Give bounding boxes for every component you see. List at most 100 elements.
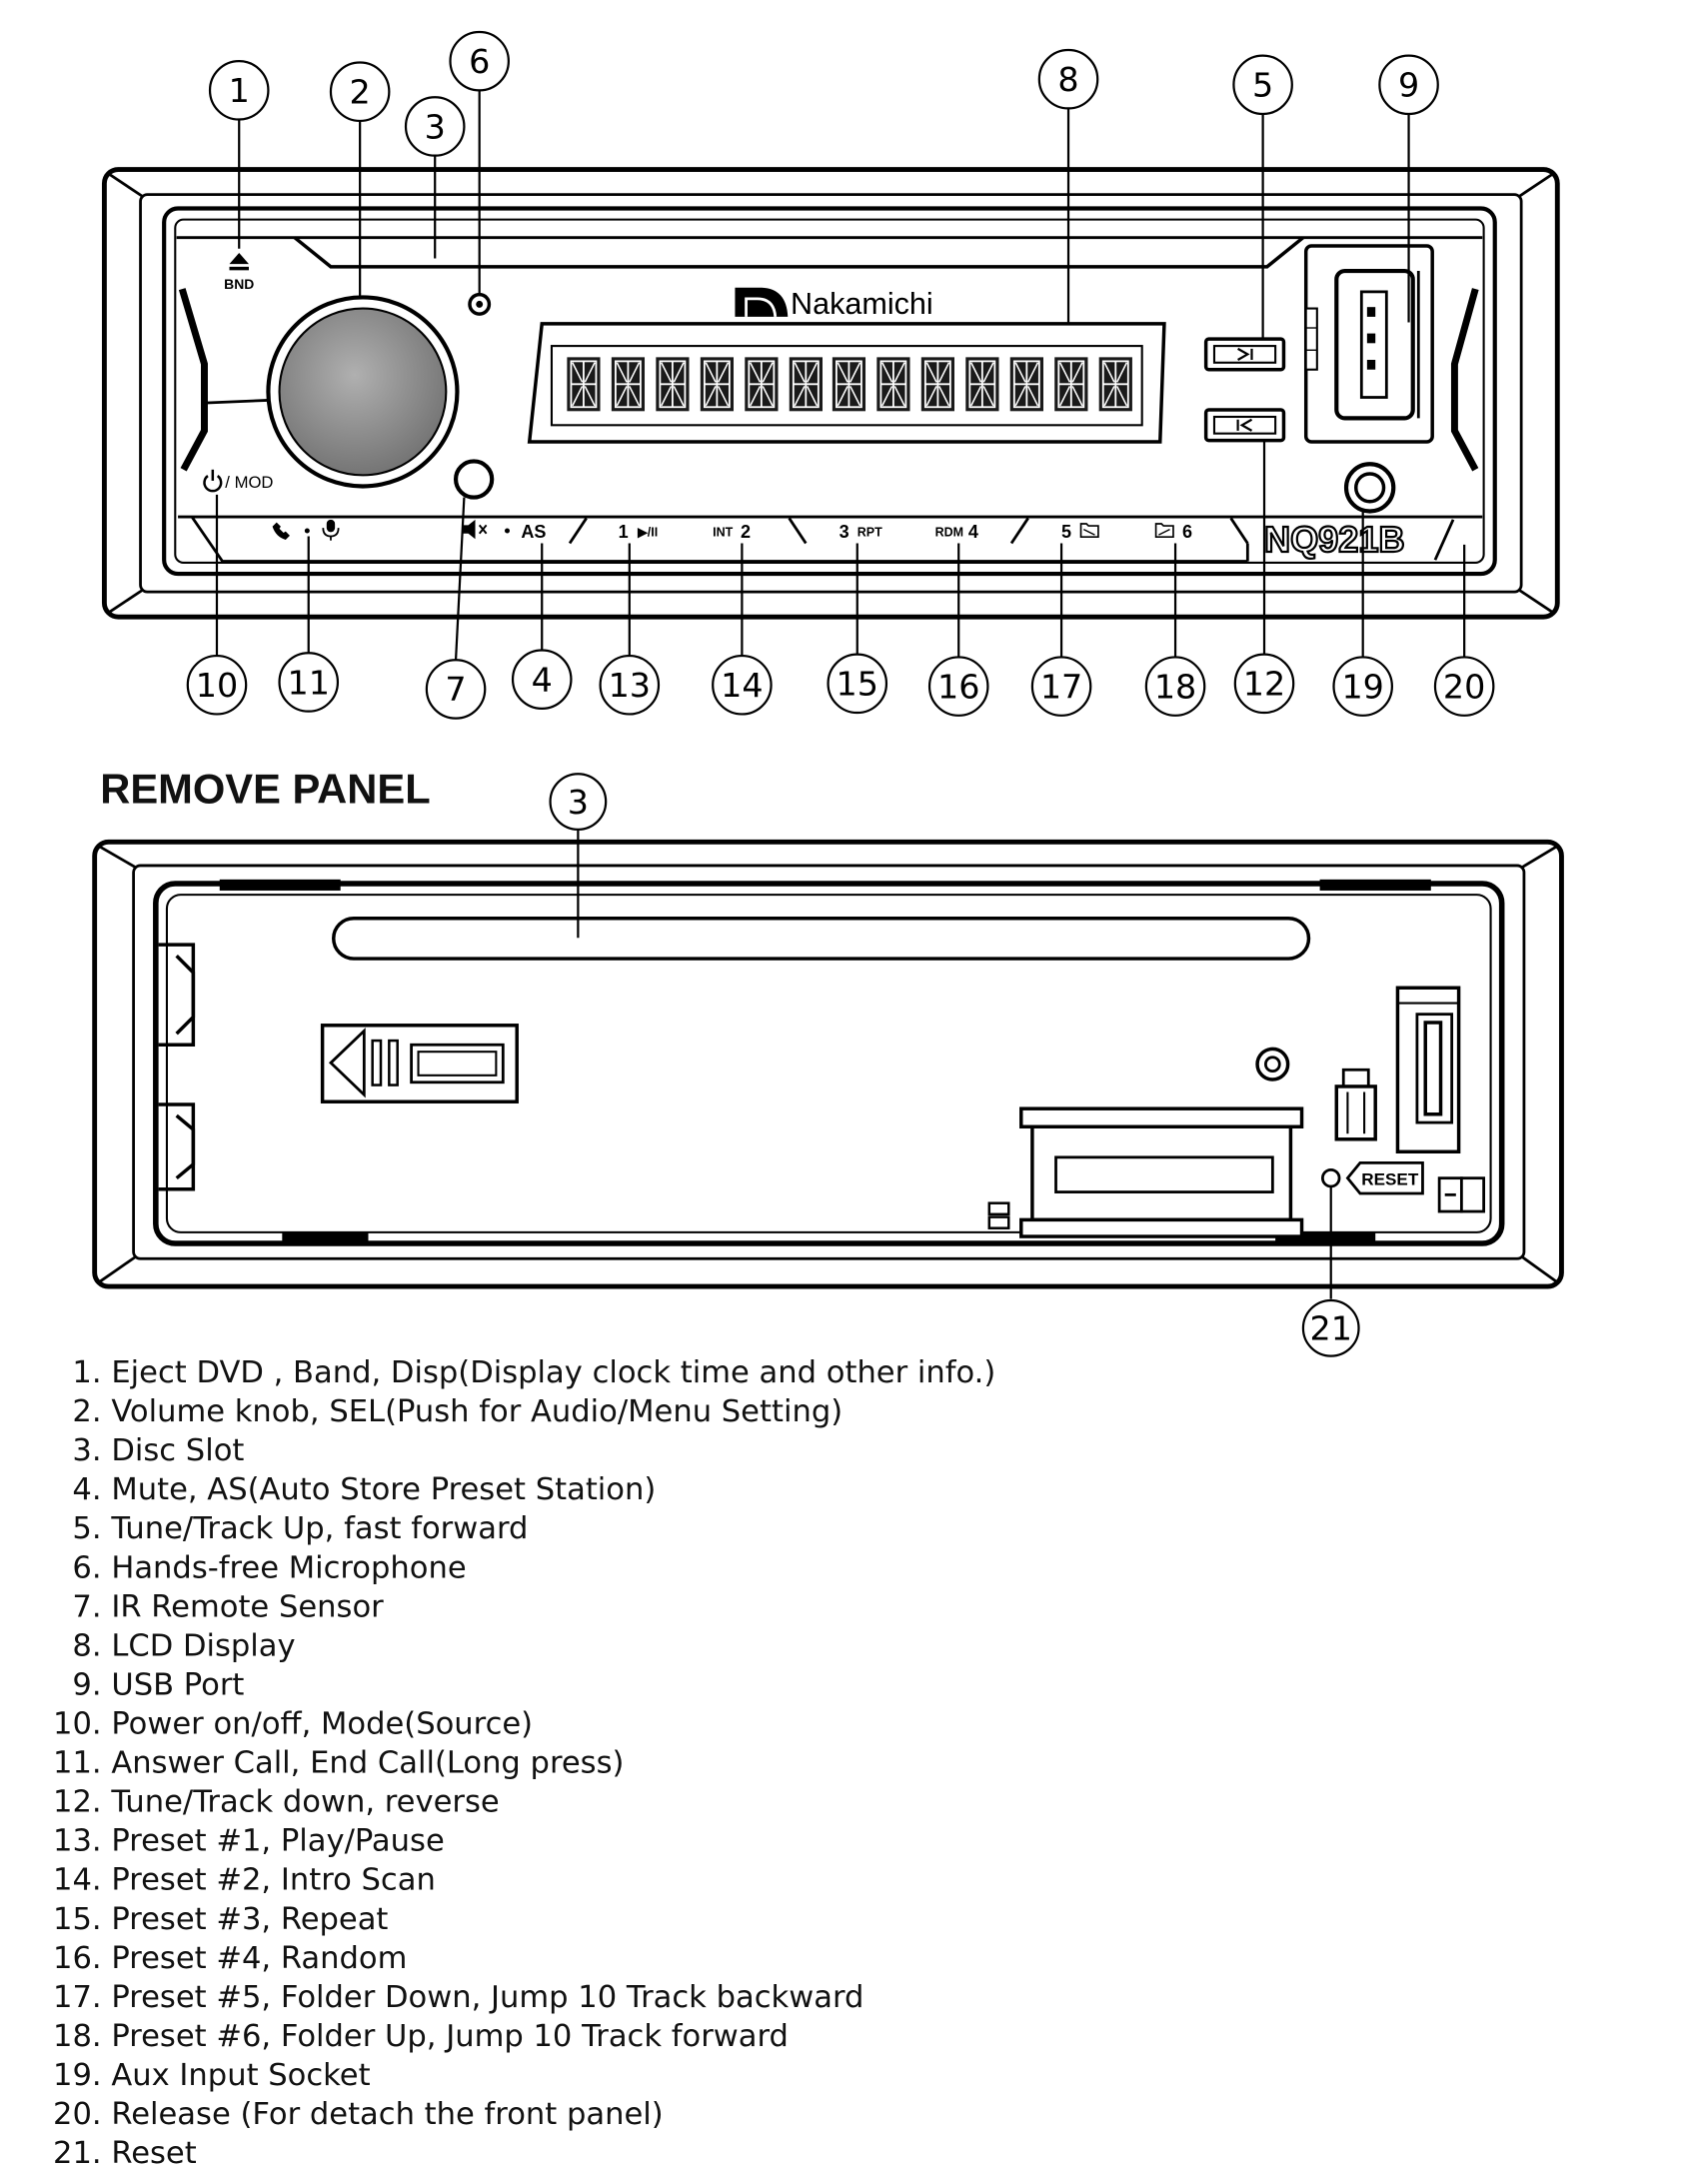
- legend-text: LCD Display: [111, 1628, 295, 1663]
- callout-21: 21: [1301, 1298, 1360, 1357]
- prev-track-icon: [1236, 418, 1253, 432]
- arrow-left-icon: [328, 1028, 366, 1098]
- preset-button-4: RDM 4: [935, 522, 978, 542]
- preset-number: 4: [968, 522, 978, 542]
- callout-2: 2: [329, 61, 391, 123]
- microphone-hole: [468, 292, 492, 316]
- lcd-character: [745, 357, 779, 412]
- usb-port-icon: [1334, 268, 1415, 421]
- legend-text: Aux Input Socket: [111, 2058, 370, 2093]
- lcd-character: [567, 357, 601, 412]
- legend-text: USB Port: [111, 1667, 244, 1702]
- right-side-edge: [1450, 288, 1479, 472]
- callout-number: 7: [445, 670, 466, 709]
- repeat-label: RPT: [857, 526, 882, 540]
- lcd-character: [876, 357, 910, 412]
- callout-number: 8: [1057, 60, 1078, 99]
- preset-button-3: 3 RPT: [840, 522, 882, 542]
- usb-receptacle: [1395, 986, 1461, 1154]
- legend-number: 10.: [53, 1707, 102, 1742]
- next-track-button: [1203, 337, 1286, 372]
- callout-number: 11: [288, 663, 330, 702]
- callout-number: 13: [609, 666, 651, 705]
- leader-lines-bottom: [215, 440, 1466, 661]
- play-pause-icon: ▶/II: [637, 526, 658, 540]
- next-track-icon: [1237, 347, 1253, 361]
- callout-number: 20: [1443, 667, 1485, 706]
- power-icon: [203, 469, 223, 493]
- legend-text: Tune/Track Up, fast forward: [110, 1511, 528, 1546]
- legend-text: Preset #5, Folder Down, Jump 10 Track ba…: [111, 1980, 863, 2015]
- legend-number: 21.: [53, 2136, 102, 2171]
- legend-number: 17.: [53, 1980, 102, 2015]
- leader-lines-top: [238, 90, 1410, 340]
- callout-19: 19: [1332, 656, 1393, 717]
- legend-list: 1. Eject DVD , Band, Disp(Display clock …: [53, 1355, 995, 2171]
- callout-8: 8: [1037, 48, 1099, 110]
- preset-button-6: 6: [1154, 522, 1192, 542]
- legend-number: 9.: [72, 1667, 101, 1702]
- lcd-display: [527, 322, 1166, 444]
- left-clip-top: [158, 943, 196, 1047]
- callout-20: 20: [1433, 656, 1495, 717]
- reset-button: RESET: [1320, 1160, 1424, 1195]
- model-name: NQ921B: [1264, 519, 1405, 560]
- legend-text: IR Remote Sensor: [111, 1589, 384, 1624]
- callout-10: 10: [186, 654, 248, 716]
- separator-dot: [304, 528, 310, 534]
- small-contact: [987, 1201, 1010, 1229]
- legend-text: Preset #6, Folder Up, Jump 10 Track forw…: [111, 2019, 789, 2054]
- callout-number: 17: [1040, 667, 1082, 706]
- callout-number: 10: [196, 666, 238, 705]
- callout-number: 5: [1252, 66, 1273, 105]
- callout-11: 11: [278, 652, 340, 713]
- callout-number: 12: [1243, 665, 1285, 704]
- legend-text: Answer Call, End Call(Long press): [111, 1746, 624, 1781]
- phone-icon: [272, 522, 290, 540]
- callout-1: 1: [208, 60, 270, 121]
- lcd-character: [965, 357, 999, 412]
- disc-slot-edge: [293, 236, 1305, 269]
- power-label: / MOD: [225, 473, 273, 492]
- section-heading: REMOVE PANEL: [100, 765, 430, 812]
- legend-number: 5.: [72, 1511, 101, 1546]
- button-separators: [568, 517, 1455, 562]
- mute-icon: [463, 519, 488, 540]
- callout-number: 1: [229, 71, 250, 110]
- brand-logo: Nakamichi: [735, 287, 933, 321]
- legend-number: 2.: [72, 1394, 101, 1429]
- legend-text: Preset #1, Play/Pause: [111, 1824, 444, 1859]
- legend-number: 7.: [72, 1589, 101, 1624]
- legend-number: 4.: [72, 1472, 101, 1507]
- callout-18: 18: [1144, 656, 1206, 717]
- callout-number: 14: [721, 666, 763, 705]
- brand-name: Nakamichi: [791, 287, 933, 321]
- legend-text: Power on/off, Mode(Source): [111, 1707, 533, 1742]
- lcd-character: [1054, 357, 1088, 412]
- lcd-character: [920, 357, 955, 412]
- left-side-edge: [178, 288, 208, 472]
- mount-tabs: [219, 879, 1431, 1244]
- legend-text: Tune/Track down, reverse: [110, 1785, 499, 1820]
- callout-number: 3: [568, 783, 589, 822]
- legend-number: 6.: [72, 1550, 101, 1585]
- legend-number: 12.: [53, 1785, 102, 1820]
- legend-number: 1.: [72, 1355, 101, 1390]
- legend-number: 16.: [53, 1941, 102, 1976]
- callout-14: 14: [712, 654, 773, 716]
- callout-number: 21: [1310, 1309, 1352, 1348]
- prev-track-button: [1203, 408, 1286, 443]
- call-button: [272, 519, 340, 541]
- lcd-character: [700, 357, 735, 412]
- frame-corner-lines: [98, 845, 1559, 1284]
- panel-connector: [1019, 1106, 1304, 1238]
- remove-panel: RESET 3 21: [92, 773, 1564, 1357]
- eject-button: BND: [224, 252, 254, 292]
- preset-number: 2: [741, 522, 751, 542]
- lcd-character: [611, 357, 646, 412]
- reset-label: RESET: [1361, 1170, 1418, 1189]
- brand-logo-icon: [735, 287, 789, 317]
- preset-number: 1: [619, 522, 629, 542]
- mute-as-label: AS: [521, 522, 546, 542]
- callout-3: 3: [404, 96, 466, 157]
